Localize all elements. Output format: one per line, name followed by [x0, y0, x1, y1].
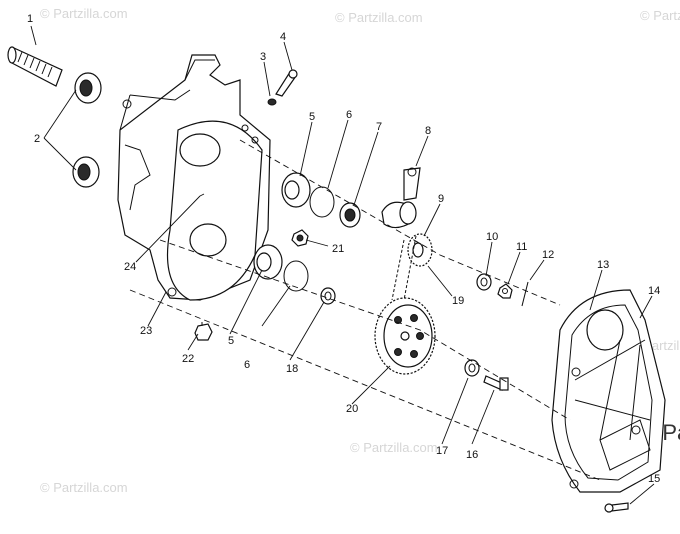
- callout-12: 12: [542, 249, 554, 261]
- nut-21-part: [291, 229, 309, 247]
- callout-13: 13: [597, 259, 609, 271]
- tensioner-part: [381, 167, 421, 229]
- callout-8: 8: [425, 125, 431, 137]
- lower-sprocket-part: [374, 297, 436, 375]
- callout-19: 19: [452, 295, 464, 307]
- callout-10: 10: [486, 231, 498, 243]
- drain-plug-part: [194, 322, 213, 341]
- upper-sprocket-part: [391, 233, 433, 301]
- callout-17: 17: [436, 445, 448, 457]
- callout-21: 21: [332, 243, 344, 255]
- callout-2: 2: [34, 133, 40, 145]
- shaft-part: [7, 46, 63, 87]
- callout-4: 4: [280, 31, 286, 43]
- cover-bolt-part: [604, 502, 629, 513]
- callout-1: 1: [27, 13, 33, 25]
- callout-23: 23: [140, 325, 152, 337]
- callout-18: 18: [286, 363, 298, 375]
- seal-parts: [72, 72, 102, 188]
- callout-3: 3: [260, 51, 266, 63]
- callout-labels: 1 2 3 4 5 6 7 8 9 10 11 12 13 14 15 16 1…: [27, 13, 660, 485]
- watermark-4: © Partzilla.com: [350, 440, 438, 455]
- callout-24: 24: [124, 261, 136, 273]
- callout-11: 11: [516, 241, 527, 253]
- callout-15: 15: [648, 473, 660, 485]
- callout-22: 22: [182, 353, 194, 365]
- chaincase-housing: [117, 54, 271, 301]
- watermark-2: © Partzilla.com: [40, 6, 128, 21]
- callout-9: 9: [438, 193, 444, 205]
- callout-6-lower: 6: [244, 359, 250, 371]
- chaincase-cover: [551, 289, 666, 493]
- watermark-1: © Partzilla.com: [335, 10, 423, 25]
- lower-bolt-parts: [464, 359, 509, 391]
- callout-20: 20: [346, 403, 358, 415]
- callout-5-upper: 5: [309, 111, 315, 123]
- callout-6-upper: 6: [346, 109, 352, 121]
- callout-5-lower: 5: [228, 335, 234, 347]
- bolt-parts-top: [267, 69, 298, 106]
- callout-16: 16: [466, 449, 478, 461]
- watermark-3: © Partzilla.com: [40, 480, 128, 495]
- callout-7: 7: [376, 121, 382, 133]
- callout-14: 14: [648, 285, 660, 297]
- axis-lines: [129, 139, 601, 481]
- bearing-parts: [253, 172, 311, 280]
- small-hardware-parts: [476, 273, 529, 307]
- leader-lines: [30, 25, 655, 505]
- watermark-5: © Partzilla.com: [640, 8, 680, 23]
